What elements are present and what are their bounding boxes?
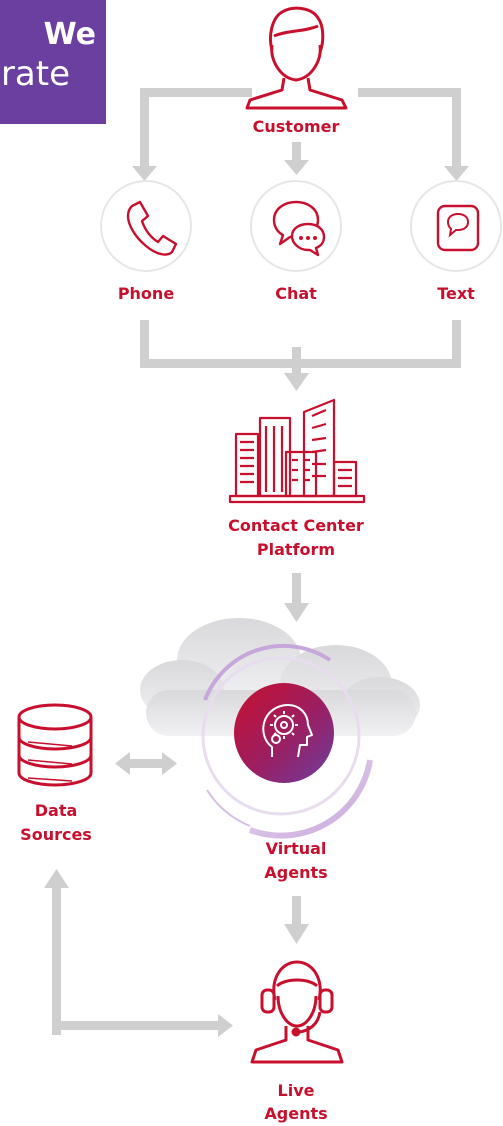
- database-icon: [17, 703, 93, 787]
- platform-label-line1: Contact Center: [228, 516, 364, 535]
- banner-subheading-fragment: rate: [0, 54, 70, 94]
- live-agents-label-line1: Live: [277, 1081, 315, 1100]
- data-sources-label-line2: Sources: [20, 825, 92, 844]
- data-sources-label-line1: Data: [34, 801, 78, 820]
- text-message-icon: [436, 204, 480, 252]
- text-channel-node: [410, 180, 502, 272]
- banner-heading-fragment: We: [43, 17, 96, 52]
- headset-agent-icon: [250, 960, 344, 1064]
- virtual-agents-orb: [234, 683, 334, 783]
- orb-rings: [201, 644, 373, 839]
- virtual-label-line2: Agents: [264, 863, 328, 882]
- connector-channels-to-platform: [140, 320, 461, 391]
- connector-virtual-to-live: [284, 896, 309, 944]
- buildings-icon: [228, 398, 366, 504]
- connector-data-virtual-bidirectional: [115, 752, 177, 775]
- phone-channel-node: [100, 180, 192, 272]
- virtual-label-line1: Virtual: [265, 839, 327, 858]
- connector-customer-to-channels: [132, 88, 469, 181]
- live-agents-label-line2: Agents: [264, 1104, 328, 1123]
- customer-icon: [245, 6, 348, 110]
- connector-live-to-data: [44, 869, 233, 1037]
- brand-banner: We rate: [0, 0, 106, 124]
- text-label: Text: [437, 284, 475, 303]
- chat-label: Chat: [275, 284, 317, 303]
- connector-platform-to-virtual: [284, 573, 309, 622]
- platform-label-line2: Platform: [256, 540, 336, 559]
- ai-head-icon: [262, 704, 313, 758]
- chat-icon: [272, 200, 326, 257]
- customer-label: Customer: [252, 117, 340, 136]
- chat-channel-node: [250, 180, 342, 272]
- phone-label: Phone: [117, 284, 175, 303]
- phone-icon: [126, 200, 178, 256]
